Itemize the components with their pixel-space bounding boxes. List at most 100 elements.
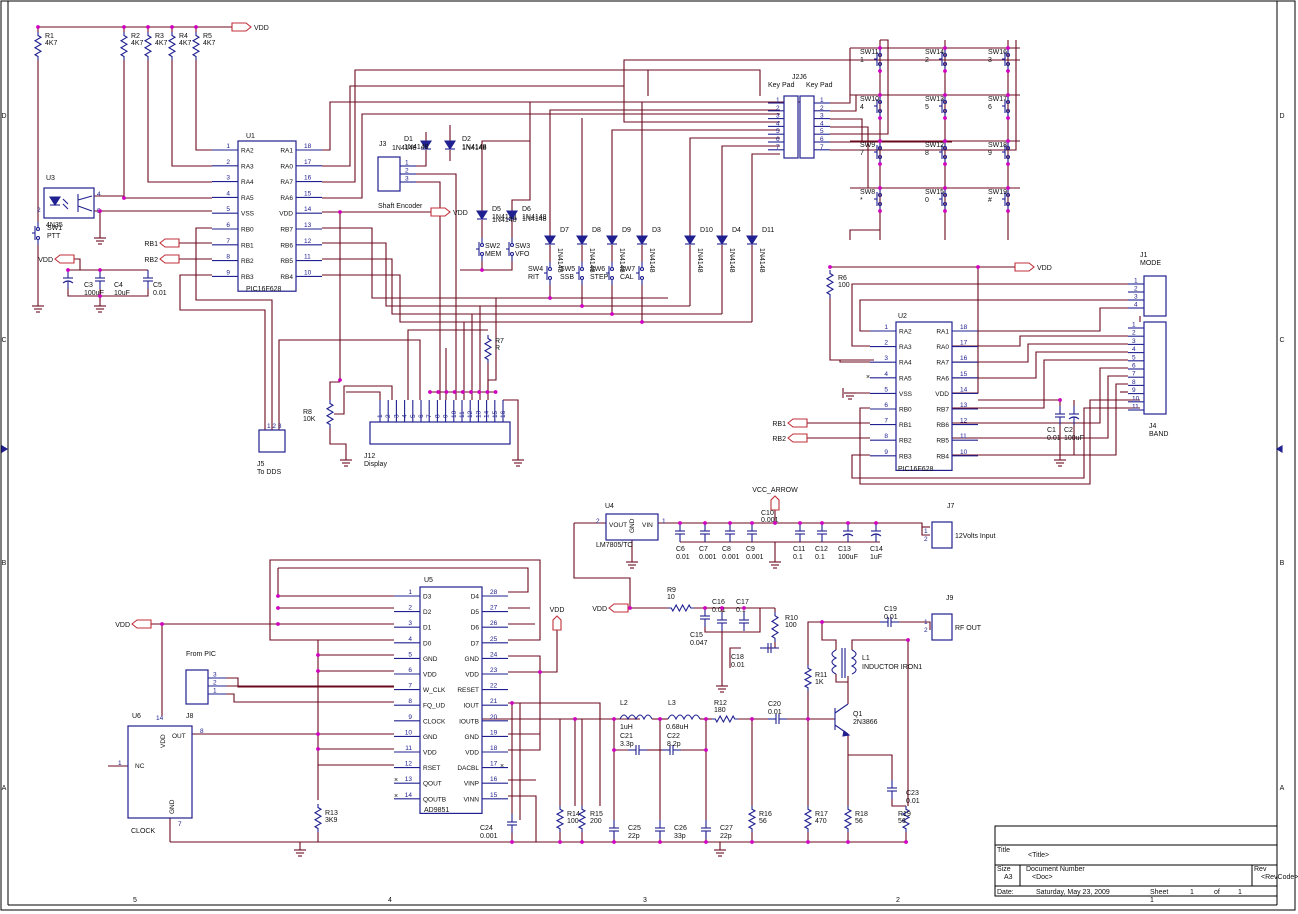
capacitor-ref: C17 (736, 599, 749, 606)
diode-value: 1N4148 (618, 248, 625, 273)
ic-pin-label: RA5 (241, 195, 254, 202)
ic-pin-label: RB2 (899, 438, 912, 445)
ic-pin-label: VDD (423, 672, 437, 679)
resistor-ref: R10 (785, 615, 798, 622)
port-label: VDD (550, 607, 565, 614)
connector-name: Key Pad (768, 82, 795, 89)
inductor-value: 1uH (620, 724, 633, 731)
connector-name: BAND (1149, 431, 1168, 438)
power-port-vdd: VDD (115, 619, 152, 629)
connector-name: RF OUT (955, 625, 982, 632)
wire (322, 274, 752, 323)
connector-body (369, 421, 511, 445)
ic-pin-number: 26 (490, 620, 498, 627)
junction-dot (480, 268, 484, 272)
port-shape (787, 418, 808, 428)
wire (278, 567, 529, 593)
wire (829, 298, 874, 361)
wire (329, 381, 340, 400)
diode-ref: D10 (700, 227, 713, 234)
resistor-body (119, 32, 129, 60)
port-shape (159, 238, 180, 248)
size-value: A3 (1004, 874, 1013, 881)
resistor-body (901, 806, 911, 832)
junction-dot (1006, 162, 1010, 166)
ic-pin-label: IOUTB (459, 718, 479, 725)
junction-dot (580, 304, 584, 308)
ic-pin-number: 18 (304, 143, 312, 150)
ic-pin-number: 13 (405, 776, 413, 783)
switch-value: RIT (528, 274, 540, 281)
regulator-pin-label: GND (629, 518, 636, 533)
connector-pin-number: 4 (820, 120, 824, 127)
junction-dot (750, 840, 754, 844)
resistor-body (712, 714, 738, 724)
capacitor-value: 0.047 (690, 640, 708, 647)
diode-triangle (444, 140, 456, 151)
connector-pin-number: 1 2 3 (267, 423, 282, 430)
ic-pin-label: VDD (935, 391, 949, 398)
ic-pin-number: 6 (884, 402, 888, 409)
ic-pin-label: RA3 (899, 344, 912, 351)
junction-dot (477, 390, 482, 394)
junction-dot (485, 390, 490, 394)
inductor-value: 0.68uH (666, 724, 689, 731)
junction-dot (66, 268, 70, 272)
ic-pin-number: 3 (884, 355, 888, 362)
frame-col-label: 3 (643, 897, 647, 904)
junction-dot (943, 186, 947, 190)
wire (481, 261, 513, 271)
diode-ref: D3 (652, 227, 661, 234)
connector-pin-number: 6 (1132, 363, 1136, 370)
no-connect-mark: × (866, 374, 870, 381)
frame-col-label: 1 (1150, 897, 1154, 904)
wire (226, 693, 394, 703)
wire (277, 568, 394, 597)
ic-pin-label: RB6 (936, 422, 949, 429)
junction-dot (460, 390, 465, 394)
resistor-body (577, 806, 587, 832)
inductor-coil (619, 714, 653, 721)
diode-ref: D8 (592, 227, 601, 234)
ic-pin-label: RB2 (241, 258, 254, 265)
wire (807, 621, 880, 665)
junction-dot (720, 606, 724, 610)
connector-body (799, 95, 815, 159)
junction-dot (658, 717, 662, 721)
switch-contact (1005, 99, 1011, 105)
frame-row-label: C (1, 337, 6, 344)
junction-dot (874, 521, 878, 525)
junction-dot (170, 25, 174, 29)
wire (542, 630, 558, 673)
capacitor-ref: C3 (84, 282, 93, 289)
capacitor-value: 100uF (838, 554, 858, 561)
ic-pin-number: 5 (226, 206, 230, 213)
wire (821, 622, 837, 650)
capacitor-ref: C7 (699, 546, 708, 553)
resistor-body (191, 32, 201, 60)
transistor-ref: Q1 (853, 711, 862, 718)
junction-dot (976, 265, 980, 269)
ic-pin-label: VDD (465, 672, 479, 679)
resistor-value: R (495, 345, 500, 352)
connector-pin-number: 11 (1132, 404, 1139, 411)
wire (511, 102, 531, 211)
ic-pin-number: 18 (960, 324, 968, 331)
resistor-body (803, 665, 813, 691)
wire (830, 48, 851, 104)
wire (689, 137, 780, 236)
resistor-ref: R2 (131, 33, 140, 40)
junction-dot (658, 840, 662, 844)
resistor-value: 4K7 (131, 40, 144, 47)
inductor-coil (667, 714, 701, 721)
ic-pin-number: 15 (490, 792, 498, 799)
rev-label: Rev (1254, 866, 1267, 873)
ic-pin-label: RB5 (936, 438, 949, 445)
wire (195, 227, 273, 430)
